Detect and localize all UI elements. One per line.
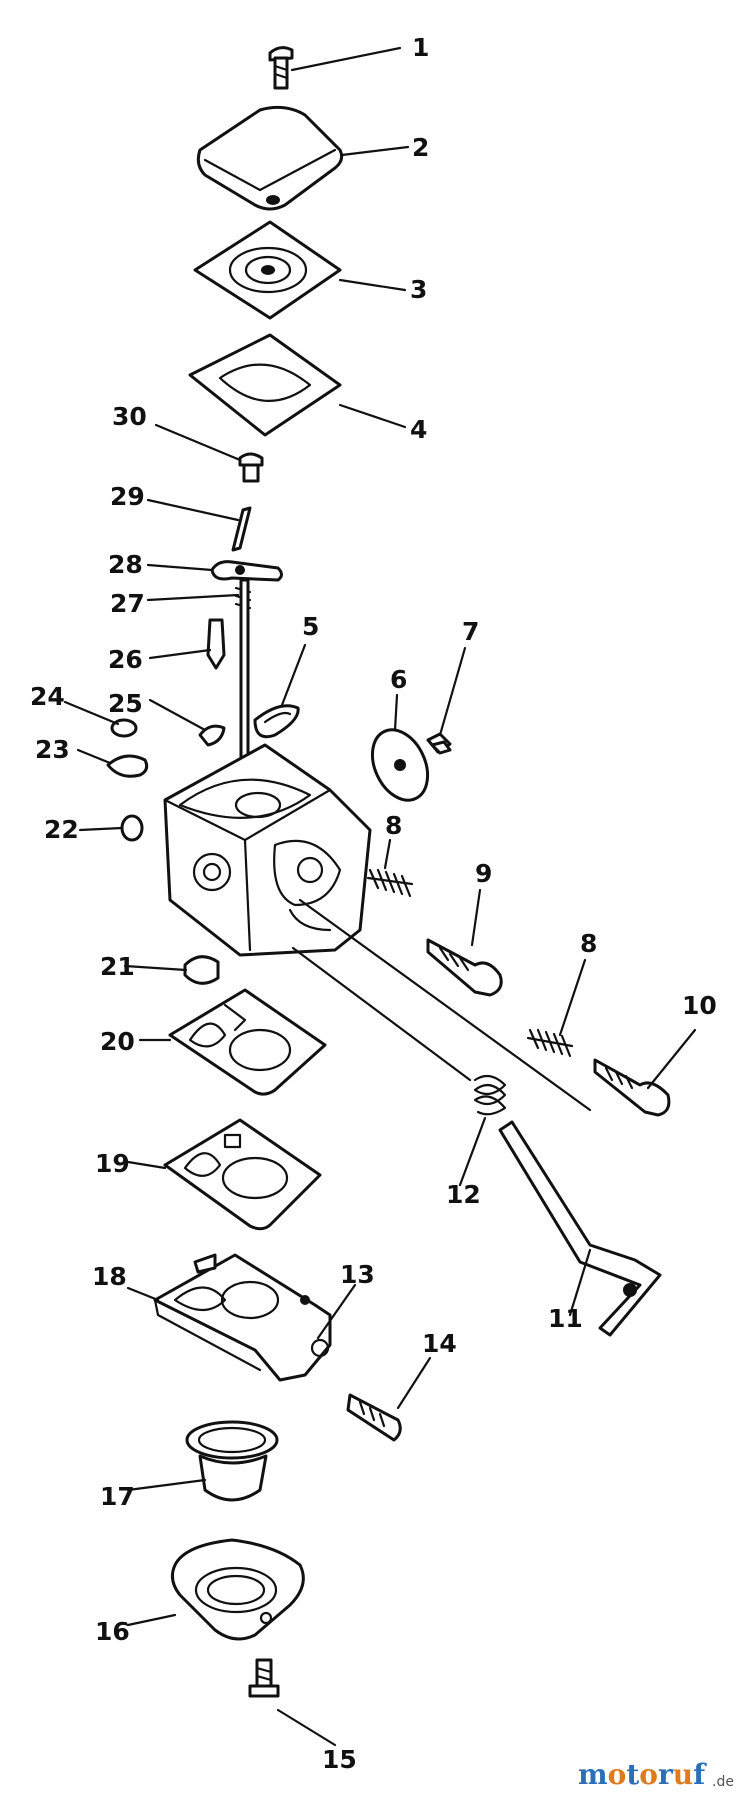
callout-6: 6	[390, 665, 407, 694]
watermark-letter: r	[658, 1758, 674, 1791]
callout-30: 30	[112, 402, 147, 431]
callout-26: 26	[108, 645, 143, 674]
callout-7: 7	[462, 617, 479, 646]
callout-16: 16	[95, 1617, 130, 1646]
watermark-brand: motoruf	[578, 1758, 707, 1791]
part-19-diaphragm	[163, 1118, 322, 1231]
part-8-spring-upper	[366, 868, 414, 898]
callout-9: 9	[475, 859, 492, 888]
part-25-plug	[198, 724, 226, 747]
part-1-cover-screw	[268, 46, 294, 90]
callout-24: 24	[30, 682, 65, 711]
callout-28: 28	[108, 550, 143, 579]
callout-19: 19	[95, 1149, 130, 1178]
callout-8-upper: 8	[385, 811, 402, 840]
callout-1: 1	[412, 33, 429, 62]
callout-11: 11	[548, 1304, 583, 1333]
part-6-throttle-plate	[370, 728, 430, 802]
watermark-suffix: .de	[712, 1774, 734, 1790]
callout-12: 12	[446, 1180, 481, 1209]
callout-2: 2	[412, 133, 429, 162]
callout-13: 13	[340, 1260, 375, 1289]
watermark-letter: u	[673, 1758, 693, 1791]
callout-8-lower: 8	[580, 929, 597, 958]
part-10-adjusting-screw	[593, 1058, 671, 1117]
part-30-screw	[238, 452, 264, 483]
callout-17: 17	[100, 1482, 135, 1511]
part-4-pump-gasket	[188, 333, 342, 437]
part-29-lever-pin	[231, 506, 252, 552]
callout-27: 27	[110, 589, 145, 618]
part-16-primer-plate	[170, 1538, 305, 1641]
motoruf-watermark: motoruf .de	[578, 1758, 734, 1791]
part-9-adjusting-screw	[426, 938, 503, 997]
throttle-shaft	[239, 578, 250, 782]
part-11-throttle-lever	[498, 1120, 662, 1337]
part-18-metering-cover	[153, 1253, 332, 1382]
watermark-letter: t	[626, 1758, 639, 1791]
callout-15: 15	[322, 1745, 357, 1774]
callout-29: 29	[110, 482, 145, 511]
callout-22: 22	[44, 815, 79, 844]
part-28-metering-lever	[210, 560, 283, 582]
part-15-screw	[248, 1658, 280, 1698]
watermark-letter: m	[578, 1758, 608, 1791]
watermark-letter: o	[639, 1758, 658, 1791]
watermark-letter: f	[693, 1758, 707, 1791]
part-21-screen	[183, 955, 220, 985]
callout-18: 18	[92, 1262, 127, 1291]
part-7-plate-screw	[426, 732, 452, 755]
part-3-pump-diaphragm	[193, 220, 342, 320]
callout-20: 20	[100, 1027, 135, 1056]
part-5-o-ring	[253, 704, 300, 739]
part-12-lever-spring	[473, 1074, 507, 1116]
callout-4: 4	[410, 415, 427, 444]
part-17-primer-bulb	[185, 1420, 279, 1502]
callout-5: 5	[302, 612, 319, 641]
callout-10: 10	[682, 991, 717, 1020]
callout-3: 3	[410, 275, 427, 304]
callout-21: 21	[100, 952, 135, 981]
callout-25: 25	[108, 689, 143, 718]
part-23-clip	[106, 754, 149, 778]
leader-lines	[63, 46, 697, 1747]
carburetor-body	[163, 743, 372, 957]
part-14-screw	[346, 1393, 402, 1442]
callout-14: 14	[422, 1329, 457, 1358]
part-22-welch-plug	[120, 814, 144, 842]
part-26-inlet-needle	[206, 618, 226, 670]
part-8-spring-lower	[526, 1028, 574, 1058]
part-20-gasket	[168, 988, 327, 1096]
callout-23: 23	[35, 735, 70, 764]
callout-labels: 1 2 3 4 5 6 7 8 8 9 10 11 12 13 14 15 16…	[30, 33, 717, 1774]
part-2-pump-cover	[196, 105, 344, 211]
watermark-letter: o	[608, 1758, 627, 1791]
